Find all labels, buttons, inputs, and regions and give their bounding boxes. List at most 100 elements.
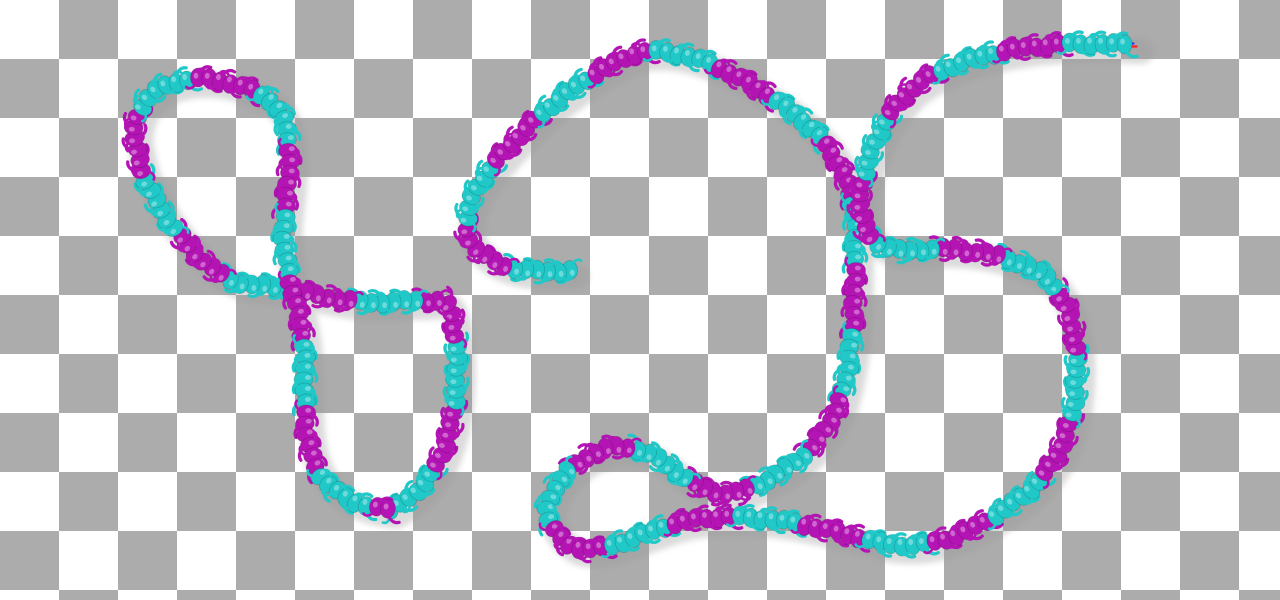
subunit <box>836 334 863 360</box>
subunit-lobe <box>287 214 295 227</box>
subunit-highlight <box>442 432 449 438</box>
subunit-highlight <box>897 539 903 546</box>
subunit-arm <box>291 399 303 417</box>
subunit-lobe <box>245 95 259 102</box>
subunit-arm <box>847 378 857 396</box>
subunit-lobe <box>274 202 281 216</box>
subunit <box>974 238 999 266</box>
subunit-highlight <box>695 53 701 60</box>
subunit-arm <box>824 154 832 173</box>
subunit-lobe <box>956 51 970 57</box>
subunit-arm <box>363 507 378 522</box>
subunit-lobe <box>1067 33 1080 41</box>
subunit-arm <box>157 182 164 201</box>
subunit-highlight <box>713 492 719 499</box>
subunit-arm <box>1023 33 1039 46</box>
subunit-highlight <box>482 256 488 263</box>
subunit-highlight <box>931 248 937 255</box>
subunit-arm <box>685 58 700 73</box>
subunit-highlight <box>1053 38 1059 45</box>
subunit-highlight <box>450 368 457 374</box>
subunit-lobe <box>192 242 204 251</box>
subunit-lobe <box>446 347 453 361</box>
subunit-lobe <box>394 290 407 299</box>
subunit-highlight <box>130 115 137 121</box>
subunit-highlight <box>853 309 860 315</box>
subunit-arm <box>985 522 1004 530</box>
subunit-highlight <box>915 77 922 83</box>
subunit-arm <box>248 92 261 108</box>
subunit-arm <box>322 485 331 503</box>
subunit-arm <box>591 56 603 73</box>
subunit-highlight <box>795 460 801 466</box>
subunit-arm <box>273 181 286 198</box>
subunit-lobe <box>1099 47 1113 55</box>
subunit <box>710 482 740 507</box>
subunit-lobe <box>150 203 157 217</box>
subunit-arm <box>1035 48 1053 59</box>
subunit-lobe <box>923 545 936 555</box>
subunit-lobe <box>932 74 943 85</box>
subunit <box>552 81 587 101</box>
subunit-arm <box>979 40 994 54</box>
subunit-highlight <box>854 298 861 304</box>
subunit-highlight <box>410 487 416 493</box>
subunit-arm <box>877 544 893 558</box>
subunit-highlight <box>876 536 882 543</box>
subunit-highlight <box>300 319 307 325</box>
subunit-highlight <box>891 100 897 107</box>
subunit-lobe <box>242 76 253 87</box>
subunit-highlight <box>297 308 304 314</box>
subunit-arm <box>627 433 642 448</box>
subunit-lobe <box>642 55 656 63</box>
subunit-arm <box>841 400 850 419</box>
subunit-arm <box>686 490 705 498</box>
subunit-lobe <box>124 139 132 153</box>
subunit-arm <box>827 387 841 402</box>
subunit-arm <box>275 160 287 177</box>
subunit <box>683 504 709 531</box>
subunit-lobe <box>1041 266 1055 273</box>
subunit-lobe <box>306 321 313 335</box>
subunit-lobe <box>293 355 302 368</box>
subunit-lobe <box>355 492 367 502</box>
subunit-arm <box>631 38 647 52</box>
subunit <box>455 196 485 219</box>
subunit-lobe <box>795 123 808 132</box>
subunit-arm <box>279 105 296 116</box>
subunit-lobe <box>951 66 963 76</box>
subunit-highlight <box>305 293 311 300</box>
subunit-highlight <box>830 147 837 153</box>
subunit-lobe <box>337 483 348 494</box>
subunit-lobe <box>154 189 165 200</box>
subunit-arm <box>389 288 406 300</box>
subunit-highlight <box>586 455 592 462</box>
subunit-arm <box>871 113 879 132</box>
subunit-arm <box>834 534 850 548</box>
subunit-highlight <box>302 330 309 336</box>
subunit-arm <box>290 334 301 352</box>
subunit-highlight <box>646 454 652 461</box>
subunit-arm <box>273 118 281 137</box>
subunit-highlight <box>757 512 763 519</box>
subunit-lobe <box>741 68 751 80</box>
subunit-highlight <box>702 511 707 518</box>
subunit-lobe <box>804 514 817 524</box>
subunit-lobe <box>292 148 300 162</box>
subunit-lobe <box>833 172 843 185</box>
subunit-lobe <box>1078 393 1086 406</box>
subunit-arm <box>510 272 528 283</box>
subunit-arm <box>401 303 418 315</box>
subunit-highlight <box>146 191 152 197</box>
subunit-highlight <box>284 244 291 250</box>
subunit-highlight <box>682 478 688 485</box>
subunit-arm <box>291 356 303 373</box>
subunit-highlight <box>663 45 668 52</box>
subunit-arm <box>798 121 807 140</box>
subunit-lobe <box>463 185 474 196</box>
subunit-highlight <box>626 447 632 454</box>
subunit-lobe <box>570 258 583 267</box>
subunit-lobe <box>643 534 655 544</box>
subunit <box>466 245 501 265</box>
